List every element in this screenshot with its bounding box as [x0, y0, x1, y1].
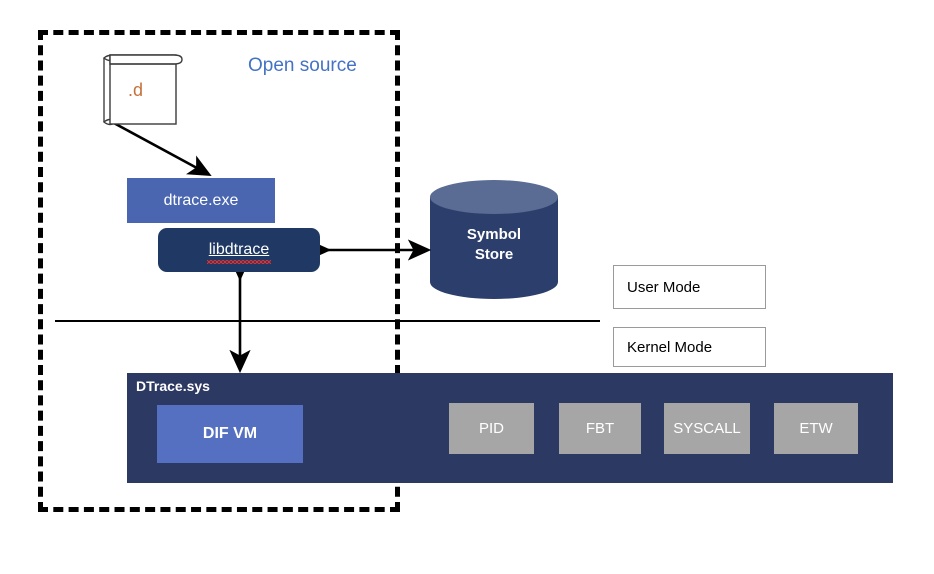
user-mode-label-box: User Mode: [613, 265, 766, 309]
user-mode-label: User Mode: [627, 278, 701, 296]
symbol-store-cylinder: [430, 180, 558, 299]
open-source-boundary: [38, 30, 400, 512]
arrow-libdtrace-to-dtrace-sys: [229, 257, 251, 374]
dif-vm-label: DIF VM: [202, 425, 258, 442]
symbol-store-label: Symbol Store: [430, 225, 558, 265]
symbol-store-label-line2: Store: [474, 246, 514, 263]
provider-box-etw: ETW: [774, 403, 858, 454]
user-kernel-mode-divider: [55, 320, 600, 322]
provider-label-fbt: FBT: [585, 420, 615, 437]
provider-box-fbt: FBT: [559, 403, 641, 454]
arrow-script-to-dtrace-exe: [111, 120, 212, 176]
spellcheck-squiggle: [206, 260, 272, 264]
provider-label-etw: ETW: [799, 420, 833, 437]
provider-box-syscall: SYSCALL: [664, 403, 750, 454]
open-source-label: Open source: [248, 55, 357, 76]
script-extension-label: .d: [128, 80, 144, 100]
provider-box-pid: PID: [449, 403, 534, 454]
dtrace-exe-box: dtrace.exe: [127, 178, 275, 223]
libdtrace-box: libdtrace: [158, 228, 320, 272]
scroll-icon: [102, 54, 183, 126]
libdtrace-label: libdtrace: [206, 241, 272, 264]
arrow-libdtrace-to-symbol-store: [307, 239, 432, 261]
dif-vm-box: DIF VM: [157, 405, 303, 463]
kernel-mode-label: Kernel Mode: [627, 338, 713, 356]
symbol-store-label-line1: Symbol: [466, 226, 522, 243]
provider-label-pid: PID: [478, 420, 504, 437]
kernel-mode-label-box: Kernel Mode: [613, 327, 766, 367]
provider-label-syscall: SYSCALL: [673, 420, 741, 437]
dtrace-sys-label: DTrace.sys: [136, 378, 210, 394]
dtrace-exe-label: dtrace.exe: [163, 191, 239, 209]
